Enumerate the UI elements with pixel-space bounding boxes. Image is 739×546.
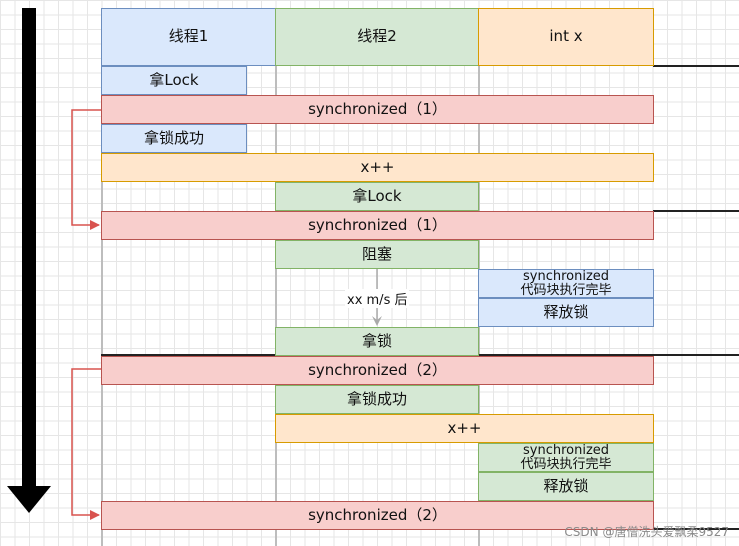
lane-divider-1 — [101, 66, 103, 546]
sync2-entry-b: synchronized（2） — [101, 501, 654, 530]
sync-block-done-2-line1: synchronized — [522, 442, 610, 458]
sync-block-done-1-line1: synchronized — [522, 268, 610, 284]
t1-lock-success: 拿锁成功 — [101, 124, 247, 153]
header-thread2: 线程2 — [275, 8, 479, 66]
header-int-x: int x — [478, 8, 654, 66]
sync-block-done-2: synchronized 代码块执行完毕 — [478, 443, 654, 472]
timeline-arrow-head — [7, 486, 51, 513]
t1-lock: 拿Lock — [101, 66, 247, 95]
sync1-entry-a: synchronized（1） — [101, 95, 654, 124]
release-lock-2: 释放锁 — [478, 472, 654, 501]
x-increment-2: x++ — [275, 414, 654, 443]
sync-block-done-1: synchronized 代码块执行完毕 — [478, 269, 654, 298]
t2-lock: 拿Lock — [275, 182, 479, 211]
timeline-arrow-shaft — [22, 8, 36, 488]
t2-blocked: 阻塞 — [275, 240, 479, 269]
rule-1 — [653, 65, 739, 67]
sync1-entry-b: synchronized（1） — [101, 211, 654, 240]
sync2-entry-a: synchronized（2） — [101, 356, 654, 385]
header-thread1: 线程1 — [101, 8, 276, 66]
rule-2 — [653, 210, 739, 212]
x-increment-1: x++ — [101, 153, 654, 182]
sync-block-done-2-line2: 代码块执行完毕 — [520, 456, 612, 472]
sync-block-done-1-line2: 代码块执行完毕 — [520, 282, 612, 298]
t2-lock-success: 拿锁成功 — [275, 385, 479, 414]
t2-take-lock: 拿锁 — [275, 327, 479, 356]
wait-label: xx m/s 后 — [345, 289, 410, 308]
connector-sync2 — [71, 368, 101, 520]
release-lock-1: 释放锁 — [478, 298, 654, 327]
lane-divider-2 — [275, 66, 277, 546]
watermark: CSDN @唐僧洗头爱飘柔9527 — [564, 525, 729, 539]
connector-sync1 — [71, 109, 101, 230]
